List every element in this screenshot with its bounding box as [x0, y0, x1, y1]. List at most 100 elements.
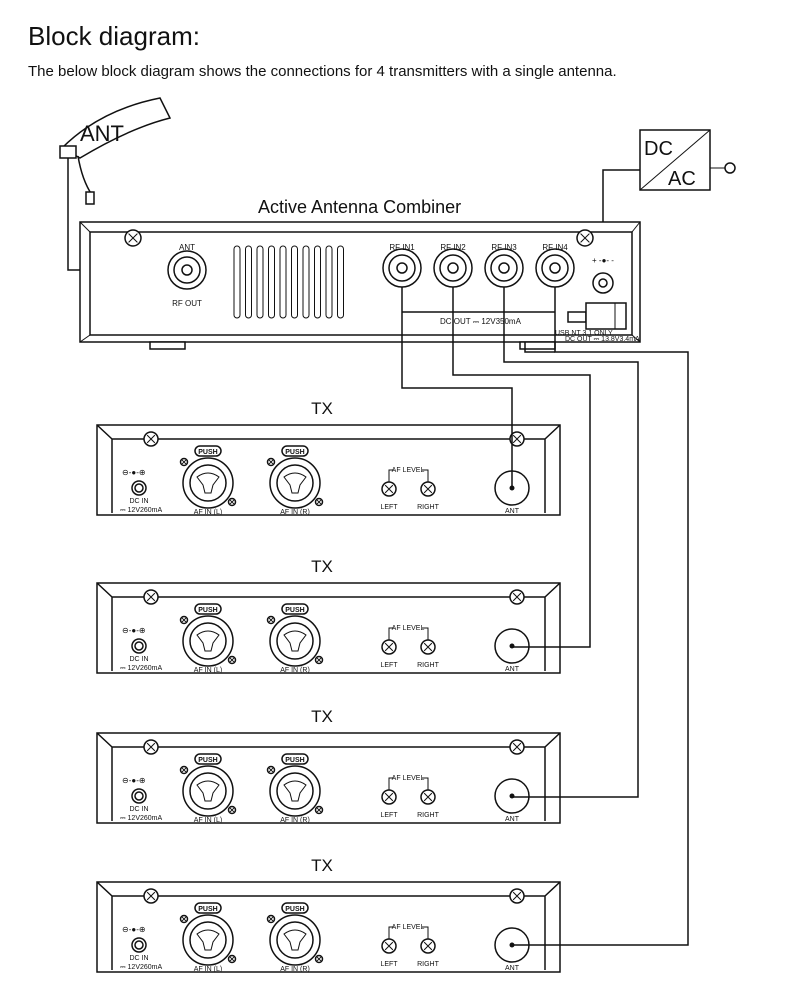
- cable-rf-in4: [512, 287, 689, 946]
- rf-in-label: RF IN1: [389, 243, 415, 252]
- screw-icon: [227, 497, 237, 507]
- screw-icon: [314, 655, 324, 665]
- combiner-dc-polarity: + -●- -: [592, 256, 614, 265]
- rf-in-2-connector: RF IN2: [433, 243, 473, 288]
- left-label: LEFT: [380, 961, 398, 968]
- dc-in-label: DC IN: [129, 656, 148, 663]
- vent-slot: [314, 245, 321, 319]
- tx-ant-label: ANT: [505, 965, 520, 972]
- right-label: RIGHT: [417, 662, 440, 669]
- screw-icon: [266, 457, 276, 467]
- tx-title: TX: [311, 707, 333, 726]
- tx-title: TX: [311, 856, 333, 875]
- screw-icon: [143, 888, 159, 904]
- screw-icon: [509, 431, 525, 447]
- rf-cables: [401, 287, 689, 946]
- screw-icon: [179, 914, 189, 924]
- xlr-input-connector: PUSH AF IN (R): [266, 753, 324, 824]
- af-in-label: AF IN (R): [280, 817, 310, 824]
- vent-slot: [302, 245, 310, 319]
- usb-note: USB NT 3.1 ONLY: [555, 330, 613, 337]
- af-in-label: AF IN (R): [280, 966, 310, 973]
- screw-icon: [420, 481, 436, 497]
- usb-dc-out: DC OUT ⎓ 13.8V3.4mA: [565, 336, 640, 343]
- screw-icon: [576, 229, 594, 247]
- af-level-label: AF LEVEL: [392, 775, 425, 782]
- tx-ant-label: ANT: [505, 666, 520, 673]
- tx-title: TX: [311, 557, 333, 576]
- screw-icon: [143, 589, 159, 605]
- screw-icon: [266, 615, 276, 625]
- screw-icon: [266, 765, 276, 775]
- page-heading: Block diagram:: [28, 21, 200, 51]
- screw-icon: [227, 954, 237, 964]
- dc-rating: ⎓ 12V260mA: [120, 964, 162, 971]
- screw-icon: [314, 497, 324, 507]
- left-label: LEFT: [380, 662, 398, 669]
- power-adapter: DC AC: [639, 129, 736, 191]
- dc-polarity: ⊖-●-⊕: [122, 626, 146, 635]
- rf-in-label: RF IN3: [491, 243, 517, 252]
- screw-icon: [420, 789, 436, 805]
- screw-icon: [143, 739, 159, 755]
- rf-in-label: RF IN2: [440, 243, 466, 252]
- adapter-ac-label: AC: [668, 168, 696, 190]
- antenna: ANT: [59, 97, 172, 205]
- dc-in-label: DC IN: [129, 806, 148, 813]
- screw-icon: [143, 431, 159, 447]
- left-label: LEFT: [380, 504, 398, 511]
- vent-slot: [256, 245, 264, 319]
- page-description: The below block diagram shows the connec…: [28, 63, 617, 80]
- af-in-label: AF IN (L): [194, 667, 222, 674]
- af-in-label: AF IN (L): [194, 509, 222, 516]
- screw-icon: [420, 639, 436, 655]
- tx-ant-label: ANT: [505, 816, 520, 823]
- screw-icon: [266, 914, 276, 924]
- screw-icon: [381, 789, 397, 805]
- dc-in-label: DC IN: [129, 498, 148, 505]
- dc-rating: ⎓ 12V260mA: [120, 507, 162, 514]
- tx-ant-label: ANT: [505, 508, 520, 515]
- vent-slot: [268, 245, 275, 319]
- tx-title: TX: [311, 399, 333, 418]
- af-level-label: AF LEVEL: [392, 924, 425, 931]
- right-label: RIGHT: [417, 961, 440, 968]
- rf-in-4-connector: RF IN4: [535, 243, 575, 288]
- vent-slot: [233, 245, 241, 319]
- screw-icon: [227, 805, 237, 815]
- af-in-label: AF IN (R): [280, 667, 310, 674]
- vent-slot: [325, 245, 333, 319]
- screw-icon: [381, 481, 397, 497]
- rf-in-3-connector: RF IN3: [484, 243, 524, 288]
- dc-in-label: DC IN: [129, 955, 148, 962]
- push-label: PUSH: [198, 607, 217, 614]
- left-label: LEFT: [380, 812, 398, 819]
- combiner-dc-out-label: DC OUT ⎓ 12V350mA: [440, 317, 522, 326]
- push-label: PUSH: [198, 449, 217, 456]
- xlr-input-connector: PUSH AF IN (R): [266, 902, 324, 973]
- screw-icon: [124, 229, 142, 247]
- screw-icon: [381, 938, 397, 954]
- push-label: PUSH: [198, 757, 217, 764]
- af-level-label: AF LEVEL: [392, 467, 425, 474]
- screw-icon: [509, 739, 525, 755]
- push-label: PUSH: [285, 757, 304, 764]
- adapter-dc-label: DC: [644, 138, 673, 160]
- vent-slot: [245, 245, 252, 319]
- dc-rating: ⎓ 12V260mA: [120, 815, 162, 822]
- right-label: RIGHT: [417, 812, 440, 819]
- screw-icon: [314, 805, 324, 815]
- dc-polarity: ⊖-●-⊕: [122, 776, 146, 785]
- combiner-ant-label: ANT: [179, 243, 195, 252]
- screw-icon: [179, 615, 189, 625]
- push-label: PUSH: [285, 906, 304, 913]
- xlr-input-connector: PUSH AF IN (L): [179, 603, 237, 674]
